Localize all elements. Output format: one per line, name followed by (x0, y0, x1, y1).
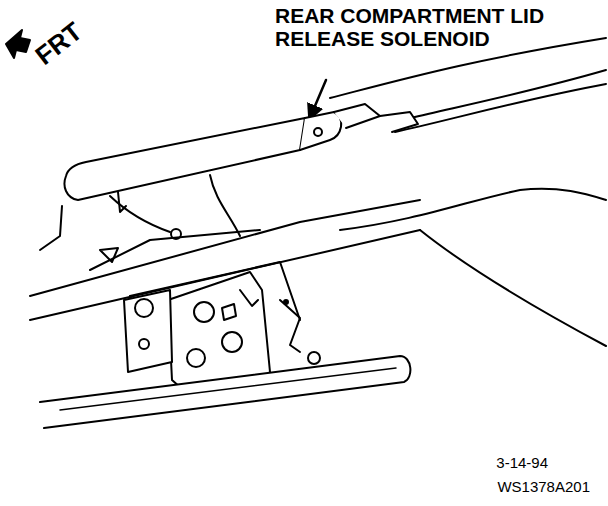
body-contour (40, 206, 62, 250)
rail-edge (60, 368, 396, 410)
date-label: 3-14-94 (440, 454, 548, 472)
slot (222, 304, 236, 320)
direction-label: FRT (30, 0, 118, 70)
clip (118, 192, 126, 212)
bolt (194, 302, 214, 322)
fastener (308, 352, 320, 364)
body-contour (420, 230, 606, 346)
figure-number: WS1378A201 (440, 478, 590, 496)
solenoid-cap (300, 112, 341, 150)
cable (395, 84, 606, 132)
part-label: REAR COMPARTMENT LID RELEASE SOLENOID (275, 4, 575, 50)
body-contour (340, 189, 606, 230)
link-rod (240, 290, 258, 306)
tab (100, 248, 118, 262)
fastener (314, 128, 322, 136)
link-rod (280, 300, 300, 352)
connector (380, 112, 418, 132)
bolt (139, 339, 149, 349)
solenoid-plunger (334, 104, 380, 128)
bolt (222, 332, 242, 352)
bolt (135, 299, 153, 317)
wire (210, 175, 240, 236)
panel-edge (90, 230, 260, 270)
latch-bracket (124, 290, 172, 372)
rivet (284, 300, 288, 304)
cable (410, 70, 606, 118)
rail (40, 356, 410, 428)
solenoid-body (65, 118, 306, 200)
bolt (187, 349, 205, 367)
front-arrow (6, 30, 30, 58)
